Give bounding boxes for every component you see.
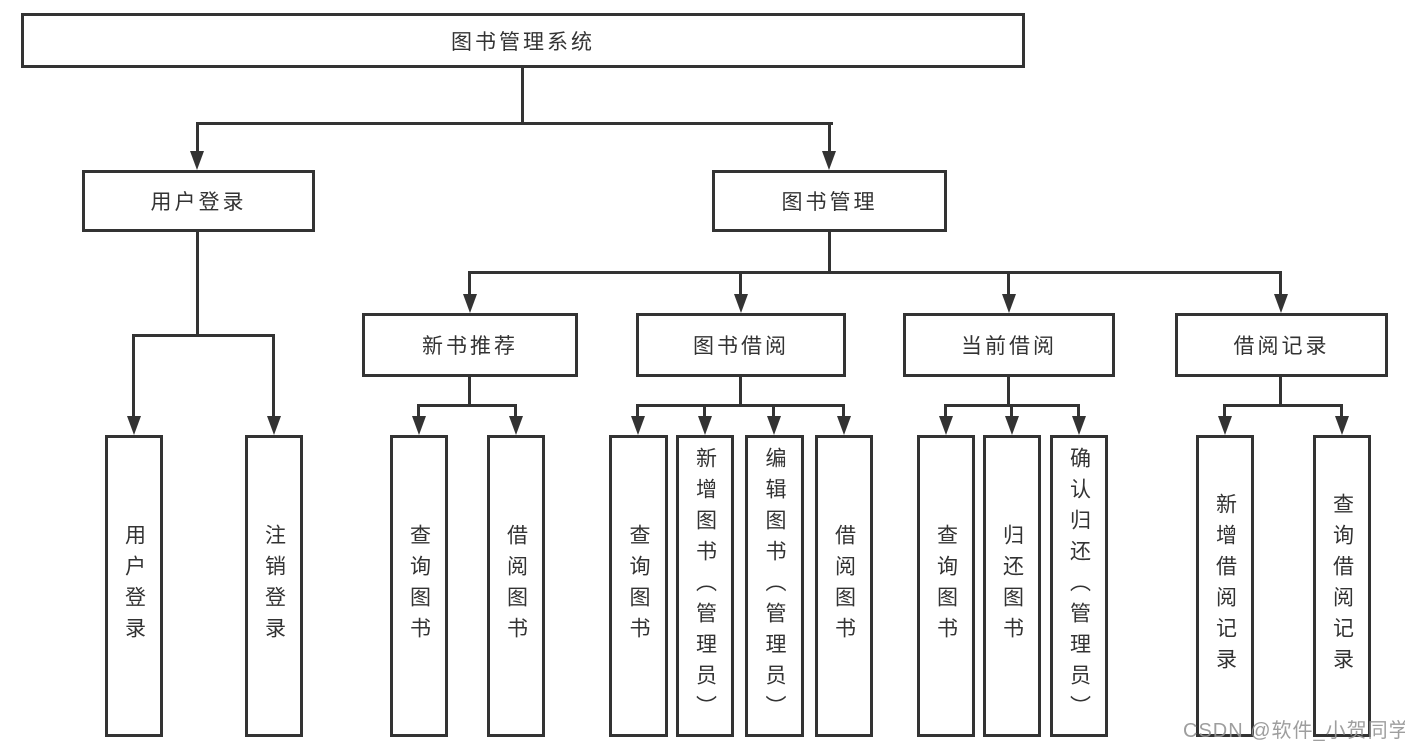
node-current-borrowing-label: 当前借阅 bbox=[961, 335, 1057, 358]
node-book-borrowing-label: 图书借阅 bbox=[693, 335, 789, 358]
connector-line bbox=[636, 404, 639, 418]
leaf-current-query-books: 查询图书 bbox=[917, 435, 975, 737]
connector-line bbox=[468, 377, 471, 407]
connector-line bbox=[739, 271, 742, 297]
arrow-down-icon bbox=[631, 416, 645, 435]
arrow-down-icon bbox=[767, 416, 781, 435]
node-user-login: 用户登录 bbox=[82, 170, 315, 232]
leaf-user-login-label: 用户登录 bbox=[122, 524, 146, 648]
connector-line bbox=[196, 122, 199, 153]
connector-line bbox=[1224, 404, 1343, 407]
connector-line bbox=[468, 271, 471, 297]
arrow-down-icon bbox=[1072, 416, 1086, 435]
leaf-recommend-borrow-books-label: 借阅图书 bbox=[504, 524, 528, 648]
connector-line bbox=[703, 404, 706, 418]
leaf-recommend-query-books-label: 查询图书 bbox=[407, 524, 431, 648]
csdn-watermark: CSDN @软件_小贺同学 bbox=[1183, 720, 1405, 742]
leaf-user-login: 用户登录 bbox=[105, 435, 163, 737]
leaf-return-books: 归还图书 bbox=[983, 435, 1041, 737]
arrow-down-icon bbox=[267, 416, 281, 435]
node-library-system-label: 图书管理系统 bbox=[451, 30, 595, 54]
leaf-add-borrow-record-label: 新增借阅记录 bbox=[1213, 493, 1237, 679]
connector-line bbox=[1223, 404, 1226, 418]
connector-line bbox=[417, 404, 517, 407]
node-borrow-records-label: 借阅记录 bbox=[1233, 335, 1330, 358]
leaf-add-book-admin: 新增图书（管理员） bbox=[676, 435, 734, 737]
node-book-management: 图书管理 bbox=[712, 170, 947, 232]
connector-line bbox=[132, 334, 135, 418]
leaf-add-book-admin-label: 新增图书（管理员） bbox=[693, 446, 717, 726]
node-borrow-records: 借阅记录 bbox=[1175, 313, 1388, 377]
connector-line bbox=[1007, 271, 1010, 297]
node-user-login-label: 用户登录 bbox=[150, 191, 247, 214]
arrow-down-icon bbox=[1002, 294, 1016, 313]
arrow-down-icon bbox=[939, 416, 953, 435]
arrow-down-icon bbox=[1274, 294, 1288, 313]
connector-line bbox=[469, 271, 1282, 274]
leaf-edit-book-admin-label: 编辑图书（管理员） bbox=[763, 446, 786, 726]
connector-line bbox=[1007, 377, 1010, 407]
node-book-management-label: 图书管理 bbox=[781, 191, 878, 214]
leaf-current-query-books-label: 查询图书 bbox=[934, 524, 958, 648]
arrow-down-icon bbox=[463, 294, 477, 313]
connector-line bbox=[1010, 404, 1013, 418]
arrow-down-icon bbox=[1005, 416, 1019, 435]
leaf-confirm-return-admin: 确认归还（管理员） bbox=[1050, 435, 1108, 737]
connector-line bbox=[1077, 404, 1080, 418]
connector-line bbox=[828, 232, 831, 274]
arrow-down-icon bbox=[509, 416, 523, 435]
arrow-down-icon bbox=[734, 294, 748, 313]
node-new-book-recommend-label: 新书推荐 bbox=[422, 335, 518, 358]
arrow-down-icon bbox=[822, 151, 836, 170]
leaf-borrowing-query-books: 查询图书 bbox=[609, 435, 668, 737]
connector-line bbox=[739, 377, 742, 407]
leaf-logout: 注销登录 bbox=[245, 435, 303, 737]
arrow-down-icon bbox=[412, 416, 426, 435]
leaf-confirm-return-admin-label: 确认归还（管理员） bbox=[1067, 446, 1091, 726]
leaf-add-borrow-record: 新增借阅记录 bbox=[1196, 435, 1254, 737]
connector-line bbox=[514, 404, 517, 418]
connector-line bbox=[1279, 271, 1282, 297]
leaf-borrowing-query-books-label: 查询图书 bbox=[627, 524, 650, 648]
leaf-query-borrow-record: 查询借阅记录 bbox=[1313, 435, 1371, 737]
arrow-down-icon bbox=[837, 416, 851, 435]
connector-line bbox=[772, 404, 775, 418]
arrow-down-icon bbox=[1335, 416, 1349, 435]
connector-line bbox=[1279, 377, 1282, 407]
connector-line bbox=[828, 122, 831, 153]
connector-line bbox=[521, 66, 524, 125]
leaf-logout-label: 注销登录 bbox=[262, 524, 286, 648]
arrow-down-icon bbox=[1218, 416, 1232, 435]
connector-line bbox=[1340, 404, 1343, 418]
arrow-down-icon bbox=[190, 151, 204, 170]
node-current-borrowing: 当前借阅 bbox=[903, 313, 1115, 377]
leaf-recommend-query-books: 查询图书 bbox=[390, 435, 448, 737]
node-new-book-recommend: 新书推荐 bbox=[362, 313, 578, 377]
connector-line bbox=[132, 334, 275, 337]
node-library-system: 图书管理系统 bbox=[21, 13, 1025, 68]
connector-line bbox=[417, 404, 420, 418]
arrow-down-icon bbox=[698, 416, 712, 435]
leaf-return-books-label: 归还图书 bbox=[1000, 524, 1024, 648]
connector-line bbox=[637, 404, 845, 407]
node-book-borrowing: 图书借阅 bbox=[636, 313, 846, 377]
arrow-down-icon bbox=[127, 416, 141, 435]
connector-line bbox=[842, 404, 845, 418]
leaf-borrowing-borrow-books: 借阅图书 bbox=[815, 435, 873, 737]
connector-line bbox=[272, 334, 275, 418]
connector-line bbox=[196, 232, 199, 337]
leaf-query-borrow-record-label: 查询借阅记录 bbox=[1330, 493, 1354, 679]
leaf-edit-book-admin: 编辑图书（管理员） bbox=[745, 435, 804, 737]
leaf-recommend-borrow-books: 借阅图书 bbox=[487, 435, 545, 737]
connector-line bbox=[197, 122, 833, 125]
connector-line bbox=[944, 404, 947, 418]
leaf-borrowing-borrow-books-label: 借阅图书 bbox=[832, 524, 856, 648]
